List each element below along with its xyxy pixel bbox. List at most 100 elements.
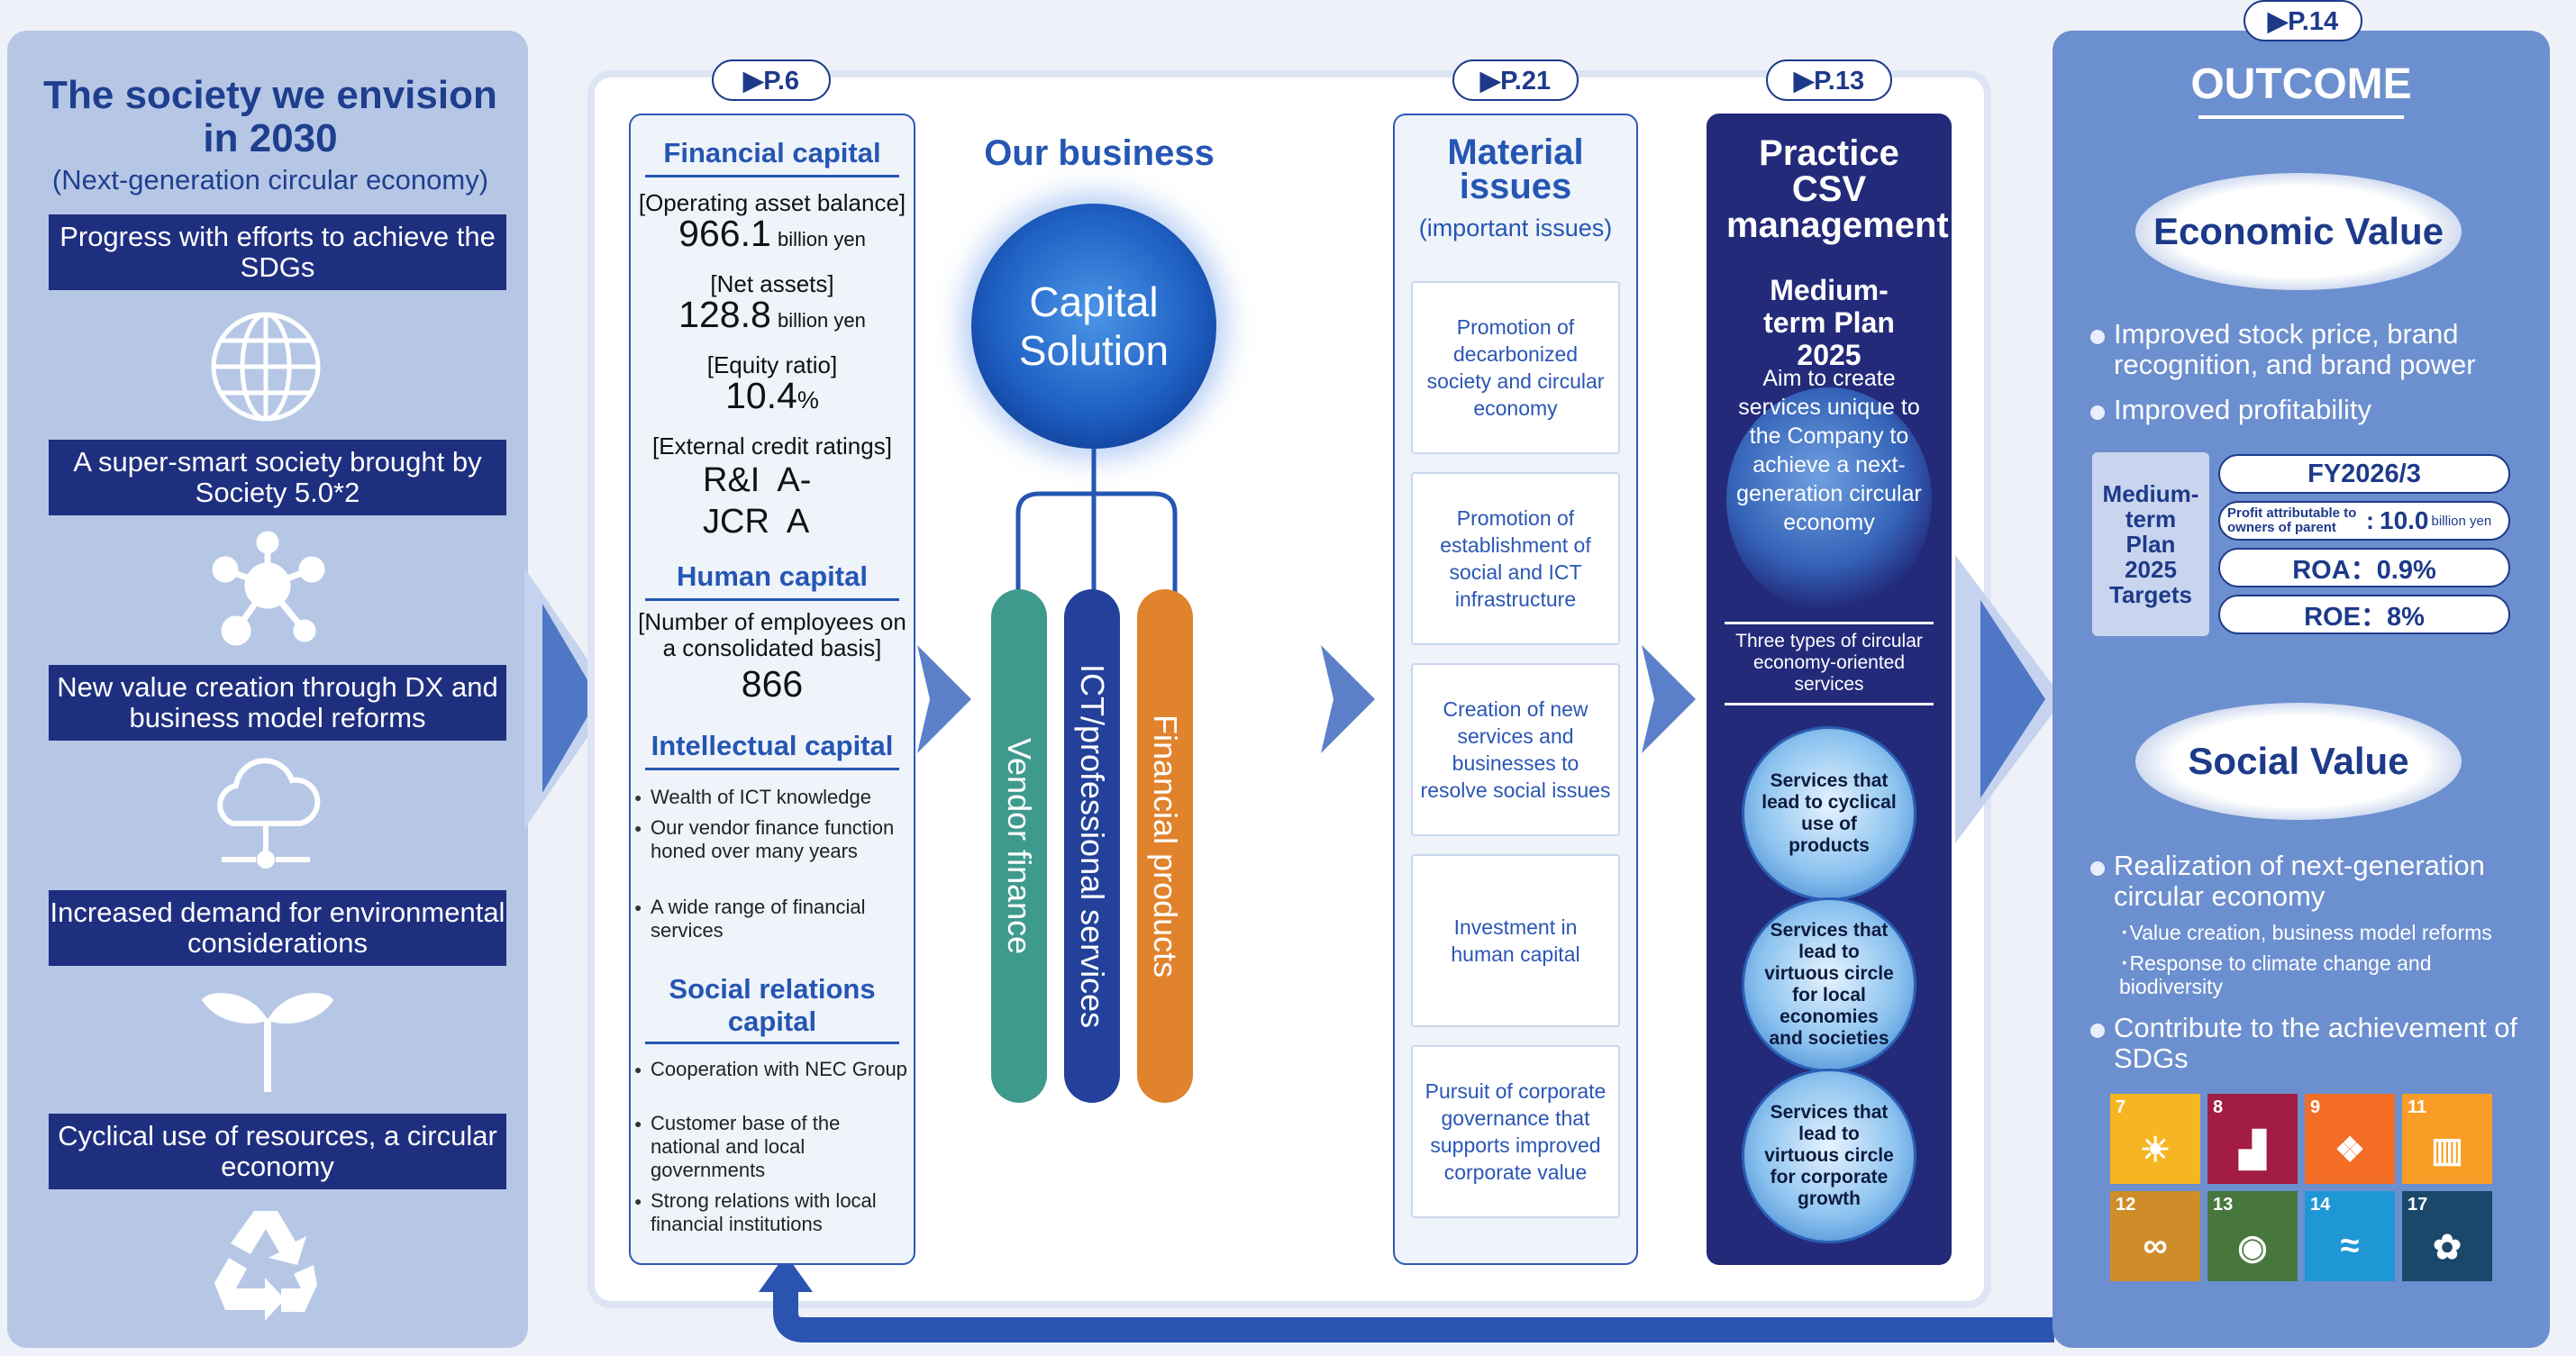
material-issues-subtitle: (important issues) [1418, 214, 1613, 241]
earth-backdrop [1726, 387, 1932, 613]
vision-subtitle: (Next-generation circular economy) [51, 164, 489, 196]
material-issue-item: Investment in human capital [1411, 854, 1620, 1027]
pillar-vendor-finance-label: Vendor finance [1001, 737, 1038, 955]
economic-value-title: Economic Value [2135, 173, 2462, 290]
sdg-tile-7: 7☀ [2110, 1094, 2200, 1184]
vision-item-society5: A super-smart society brought by Society… [49, 440, 506, 515]
sdg-number: 12 [2116, 1195, 2136, 1215]
equity-ratio-value: 10.4 [725, 375, 797, 416]
profit-unit: billion yen [2431, 513, 2492, 529]
our-business-title: Our business [984, 133, 1215, 173]
sprout-icon [200, 984, 335, 1092]
csv-aim: Aim to create services unique to the Com… [1736, 366, 1922, 535]
sdg-number: 7 [2116, 1097, 2126, 1117]
arrow-capital-to-business [917, 645, 971, 758]
vision-title: The society we envision in 2030 [18, 74, 523, 160]
material-issue-item: Creation of new services and businesses … [1411, 663, 1620, 836]
outcome-underline [2198, 115, 2404, 119]
social-item: Strong relations with local financial in… [634, 1189, 910, 1236]
net-assets-label: [Net assets] [710, 270, 834, 297]
page-link-p14[interactable]: ▶P.14 [2244, 0, 2362, 41]
financial-capital-underline [645, 175, 899, 177]
fy-label: FY2026/3 [2218, 454, 2510, 494]
service-circle-corporate-label: Services that lead to virtuous circle fo… [1764, 1102, 1894, 1209]
intellectual-item: Wealth of ICT knowledge [634, 786, 910, 809]
pillar-ict-services: ICT/professional services [1064, 589, 1120, 1103]
vision-item-environment: Increased demand for environmental consi… [49, 890, 506, 966]
sdg-grid: 7☀ 8▟ 9❖ 11▥ 12∞ 13◉ 14≈ 17✿ [2110, 1094, 2503, 1285]
net-assets-value-row: 128.8 billion yen [631, 294, 914, 336]
business-connector [1013, 449, 1180, 606]
intellectual-capital-underline [645, 768, 899, 770]
vision-item-circular: Cyclical use of resources, a circular ec… [49, 1114, 506, 1189]
social-value-title: Social Value [2135, 703, 2462, 820]
sdg-tile-13: 13◉ [2207, 1191, 2298, 1281]
network-icon [209, 530, 326, 647]
pillar-vendor-finance: Vendor finance [991, 589, 1047, 1103]
society5-label: A super-smart society brought by Society… [73, 446, 482, 508]
sdg-number: 8 [2213, 1097, 2224, 1117]
vision-item-sdgs: Progress with efforts to achieve the SDG… [49, 214, 506, 290]
social-value-item: Realization of next-generation circular … [2090, 851, 2537, 912]
material-issue-item: Pursuit of corporate governance that sup… [1411, 1045, 1620, 1218]
capital-solution-orb: Capital Solution [971, 204, 1216, 449]
fish-icon: ≈ [2340, 1227, 2360, 1265]
profit-colon: : [2366, 506, 2374, 534]
pillar-ict-services-label: ICT/professional services [1074, 663, 1111, 1029]
sdg-tile-17: 17✿ [2402, 1191, 2492, 1281]
profit-label: Profit attributable to owners of parent [2227, 505, 2357, 535]
infinity-icon: ∞ [2143, 1227, 2168, 1265]
equity-ratio-label: [Equity ratio] [706, 351, 838, 378]
equity-ratio-unit: % [796, 387, 819, 414]
vision-item-dx: New value creation through DX and busine… [49, 665, 506, 741]
financial-capital-title: Financial capital [663, 137, 881, 168]
material-issues-title: Material issues [1447, 132, 1584, 206]
targets-label: Medium-term Plan 2025 Targets [2092, 452, 2209, 636]
sdg-tile-8: 8▟ [2207, 1094, 2298, 1184]
page-link-p6[interactable]: ▶P.6 [712, 59, 831, 101]
profit-target: Profit attributable to owners of parent … [2218, 501, 2510, 541]
rating-ri: R&I A- [703, 461, 812, 499]
material-issue-item: Promotion of decarbonized society and ci… [1411, 281, 1620, 454]
sun-icon: ☀ [2139, 1132, 2171, 1169]
page-link-p21[interactable]: ▶P.21 [1452, 59, 1579, 101]
recycle-icon [198, 1202, 333, 1328]
csv-divider-bottom [1725, 703, 1934, 705]
outcome-title: OUTCOME [2190, 60, 2412, 108]
eye-globe-icon: ◉ [2237, 1229, 2268, 1267]
csv-divider-top [1725, 622, 1934, 624]
sdg-tile-12: 12 ∞ [2110, 1191, 2200, 1281]
social-value-item: Contribute to the achievement of SDGs [2090, 1013, 2537, 1074]
sdg-number: 9 [2310, 1097, 2321, 1117]
csv-title: Practice CSV management [1726, 133, 1949, 245]
credit-ratings-label: [External credit ratings] [652, 432, 892, 460]
employees-label: [Number of employees on a consolidated b… [638, 608, 906, 661]
globe-icon [207, 308, 324, 425]
material-issue-item: Promotion of establishment of social and… [1411, 472, 1620, 645]
human-capital-underline [645, 598, 899, 601]
service-circle-products: Services that lead to cyclical use of pr… [1742, 726, 1916, 901]
economic-value-item: Improved stock price, brand recognition,… [2090, 319, 2537, 380]
intellectual-item: A wide range of financial services [634, 896, 910, 942]
page-link-p13[interactable]: ▶P.13 [1766, 59, 1892, 101]
social-value-subitem: ･Response to climate change and biodiver… [2119, 951, 2432, 998]
vision-title-line1: The society we envision [43, 73, 497, 117]
arrow-business-to-material [1321, 645, 1375, 758]
arrow-to-business [524, 568, 614, 833]
employees-value: 866 [741, 663, 804, 705]
sdg-number: 13 [2213, 1195, 2234, 1215]
social-value-subitem: ･Value creation, business model reforms [2119, 921, 2492, 944]
roe-target: ROE：8% [2218, 595, 2510, 634]
sdg-number: 14 [2310, 1195, 2331, 1215]
operating-asset-unit: billion yen [778, 228, 866, 250]
buildings-icon: ▥ [2431, 1132, 2463, 1169]
vision-title-line2: in 2030 [203, 116, 338, 160]
sdg-number: 11 [2408, 1097, 2427, 1117]
human-capital-title: Human capital [677, 560, 868, 592]
service-circle-local: Services that lead to virtuous circle fo… [1742, 897, 1916, 1072]
capital-solution-label: Capital Solution [1018, 278, 1170, 374]
service-circle-local-label: Services that lead to virtuous circle fo… [1764, 920, 1894, 1049]
pillar-financial-products: Financial products [1137, 589, 1193, 1103]
csv-types-label: Three types of circular economy-oriented… [1735, 631, 1923, 695]
social-item: Customer base of the national and local … [634, 1112, 910, 1182]
